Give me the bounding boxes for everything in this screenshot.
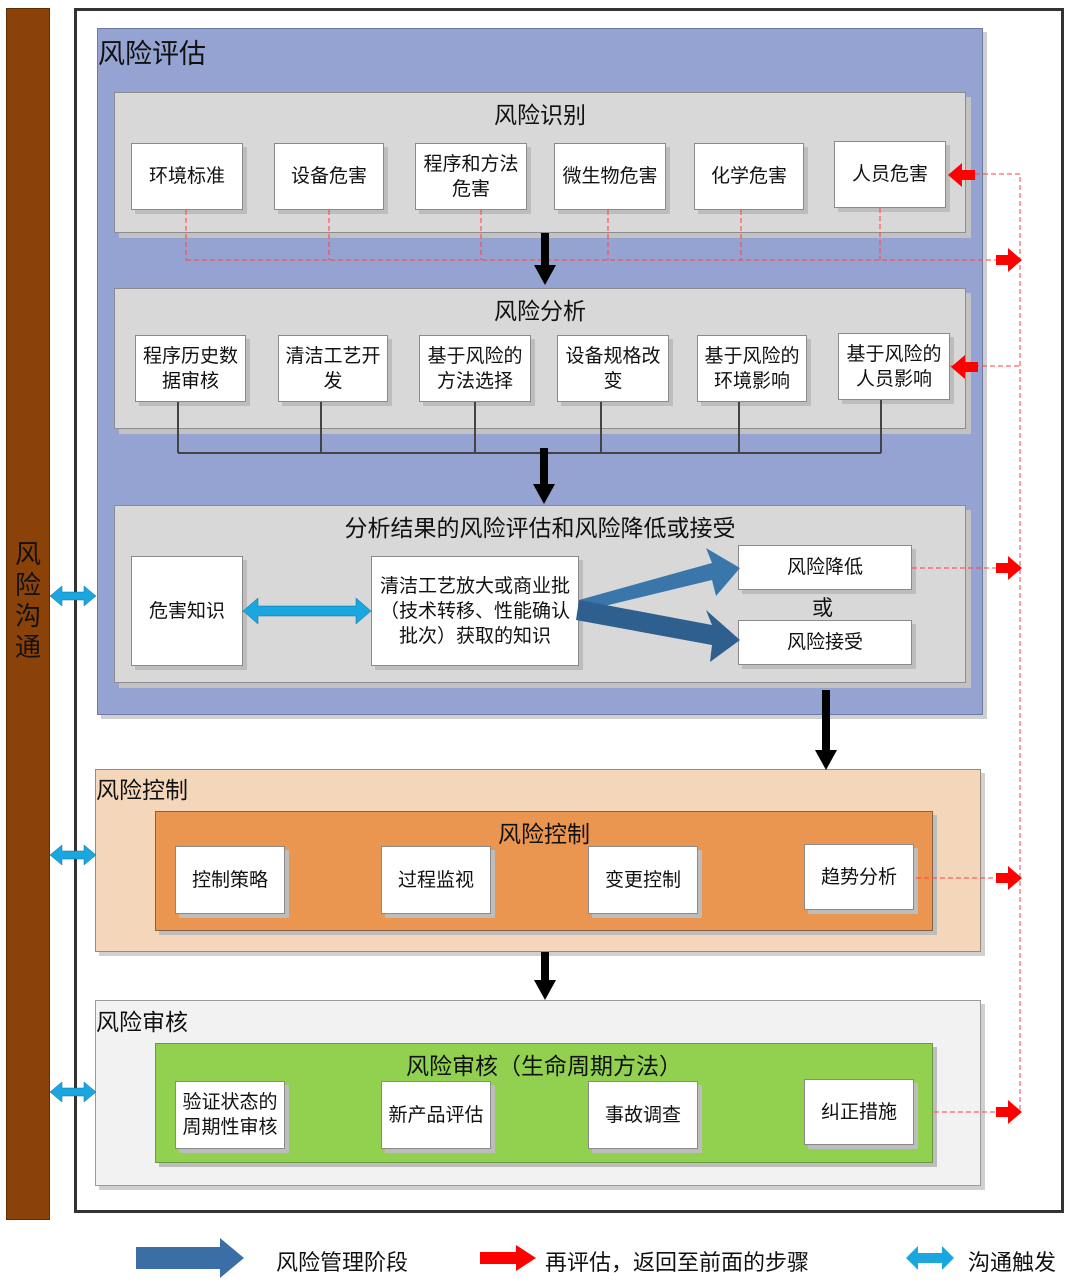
risk-assessment-title: 风险评估 [98, 39, 206, 70]
risk-reduction-box: 风险降低 [738, 545, 912, 590]
risk-communication-label: 风险沟通 [14, 540, 41, 663]
legend-reassess-label: 再评估，返回至前面的步骤 [545, 1251, 810, 1276]
identification-item: 程序和方法危害 [415, 143, 527, 210]
control-item: 变更控制 [588, 846, 698, 914]
review-item: 验证状态的周期性审核 [175, 1081, 285, 1149]
legend-communication-label: 沟通触发 [968, 1251, 1057, 1276]
control-item: 过程监视 [381, 846, 491, 914]
review-item: 事故调查 [588, 1081, 698, 1149]
analysis-item: 设备规格改变 [557, 335, 669, 402]
review-item: 纠正措施 [804, 1079, 914, 1145]
risk-evaluation-title: 分析结果的风险评估和风险降低或接受 [344, 516, 736, 542]
risk-analysis-title: 风险分析 [494, 299, 586, 325]
outer-frame [74, 8, 1064, 1213]
control-item: 趋势分析 [804, 844, 914, 910]
risk-identification-title: 风险识别 [494, 103, 586, 129]
control-item: 控制策略 [175, 846, 285, 914]
risk-control-outer-title: 风险控制 [96, 778, 188, 804]
legend-stage-label: 风险管理阶段 [276, 1251, 409, 1276]
legend-stage-icon [136, 1238, 244, 1278]
risk-acceptance-box: 风险接受 [738, 620, 912, 665]
hazard-knowledge-box: 危害知识 [131, 556, 243, 666]
identification-item: 环境标准 [131, 143, 243, 210]
risk-review-inner-title: 风险审核（生命周期方法） [406, 1054, 682, 1080]
risk-control-inner-title: 风险控制 [498, 822, 590, 848]
analysis-item: 基于风险的方法选择 [419, 335, 531, 402]
legend-reassess-icon [480, 1245, 536, 1271]
risk-review-outer-title: 风险审核 [96, 1010, 188, 1036]
analysis-item: 清洁工艺开发 [278, 335, 388, 402]
analysis-item: 基于风险的人员影响 [838, 333, 950, 400]
process-knowledge-box: 清洁工艺放大或商业批（技术转移、性能确认批次）获取的知识 [371, 556, 579, 666]
identification-item: 微生物危害 [554, 143, 666, 210]
review-item: 新产品评估 [381, 1081, 491, 1149]
identification-item: 化学危害 [694, 143, 804, 210]
analysis-item: 基于风险的环境影响 [697, 335, 807, 402]
analysis-item: 程序历史数据审核 [135, 335, 246, 402]
risk-communication-bar [6, 8, 50, 1220]
or-label: 或 [812, 596, 833, 620]
identification-item: 人员危害 [834, 141, 946, 208]
identification-item: 设备危害 [274, 143, 384, 210]
legend-communication-icon [906, 1246, 954, 1270]
